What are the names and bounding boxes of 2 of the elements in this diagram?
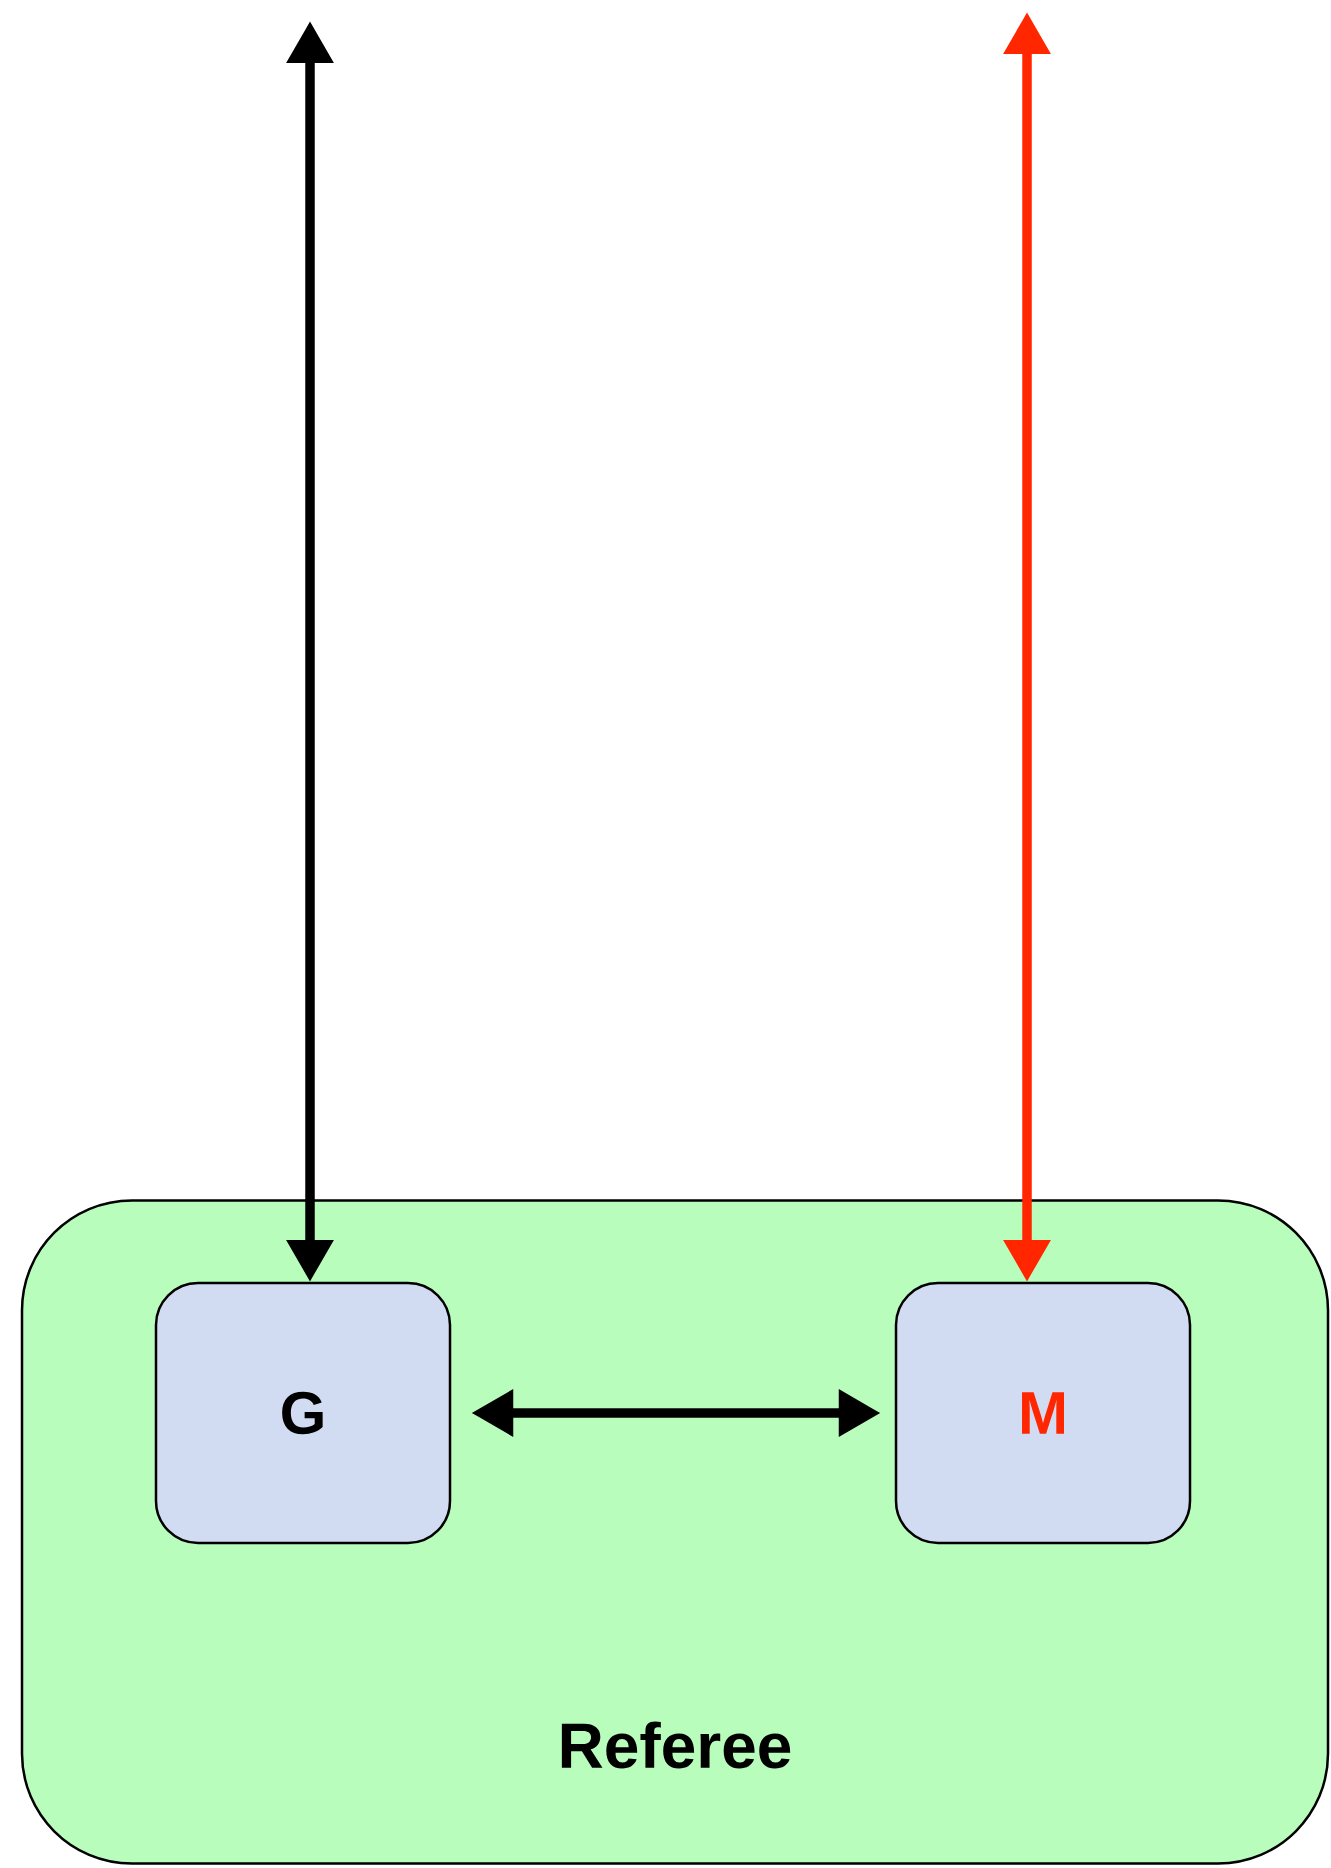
- process-box: M: [894, 1281, 1192, 1545]
- process-box: G: [154, 1281, 452, 1545]
